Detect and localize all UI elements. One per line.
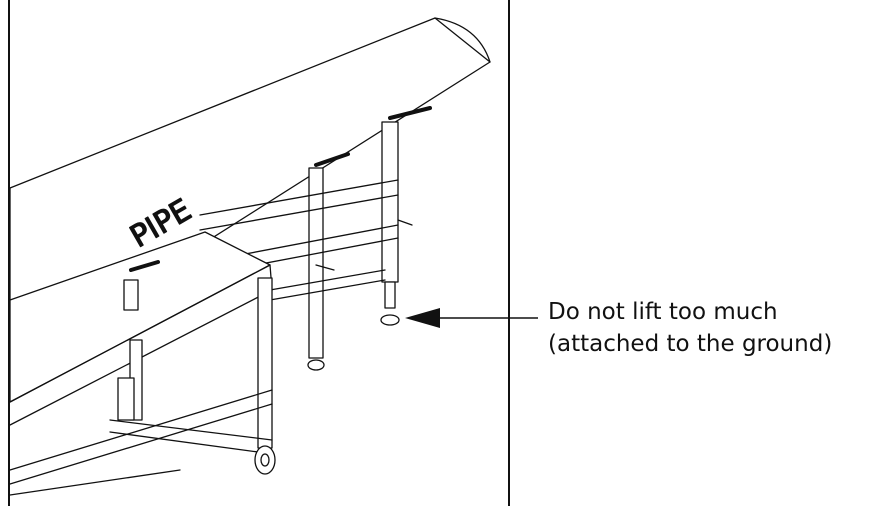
front-rolling-table: [9, 231, 276, 496]
callout-arrow: [405, 308, 538, 328]
callout-text: Do not lift too much (attached to the gr…: [548, 296, 832, 360]
drawing-frame: [8, 0, 510, 506]
callout-line-2: (attached to the ground): [548, 331, 833, 357]
adjustable-stand: [199, 106, 432, 371]
callout-line-1: Do not lift too much: [548, 299, 778, 325]
